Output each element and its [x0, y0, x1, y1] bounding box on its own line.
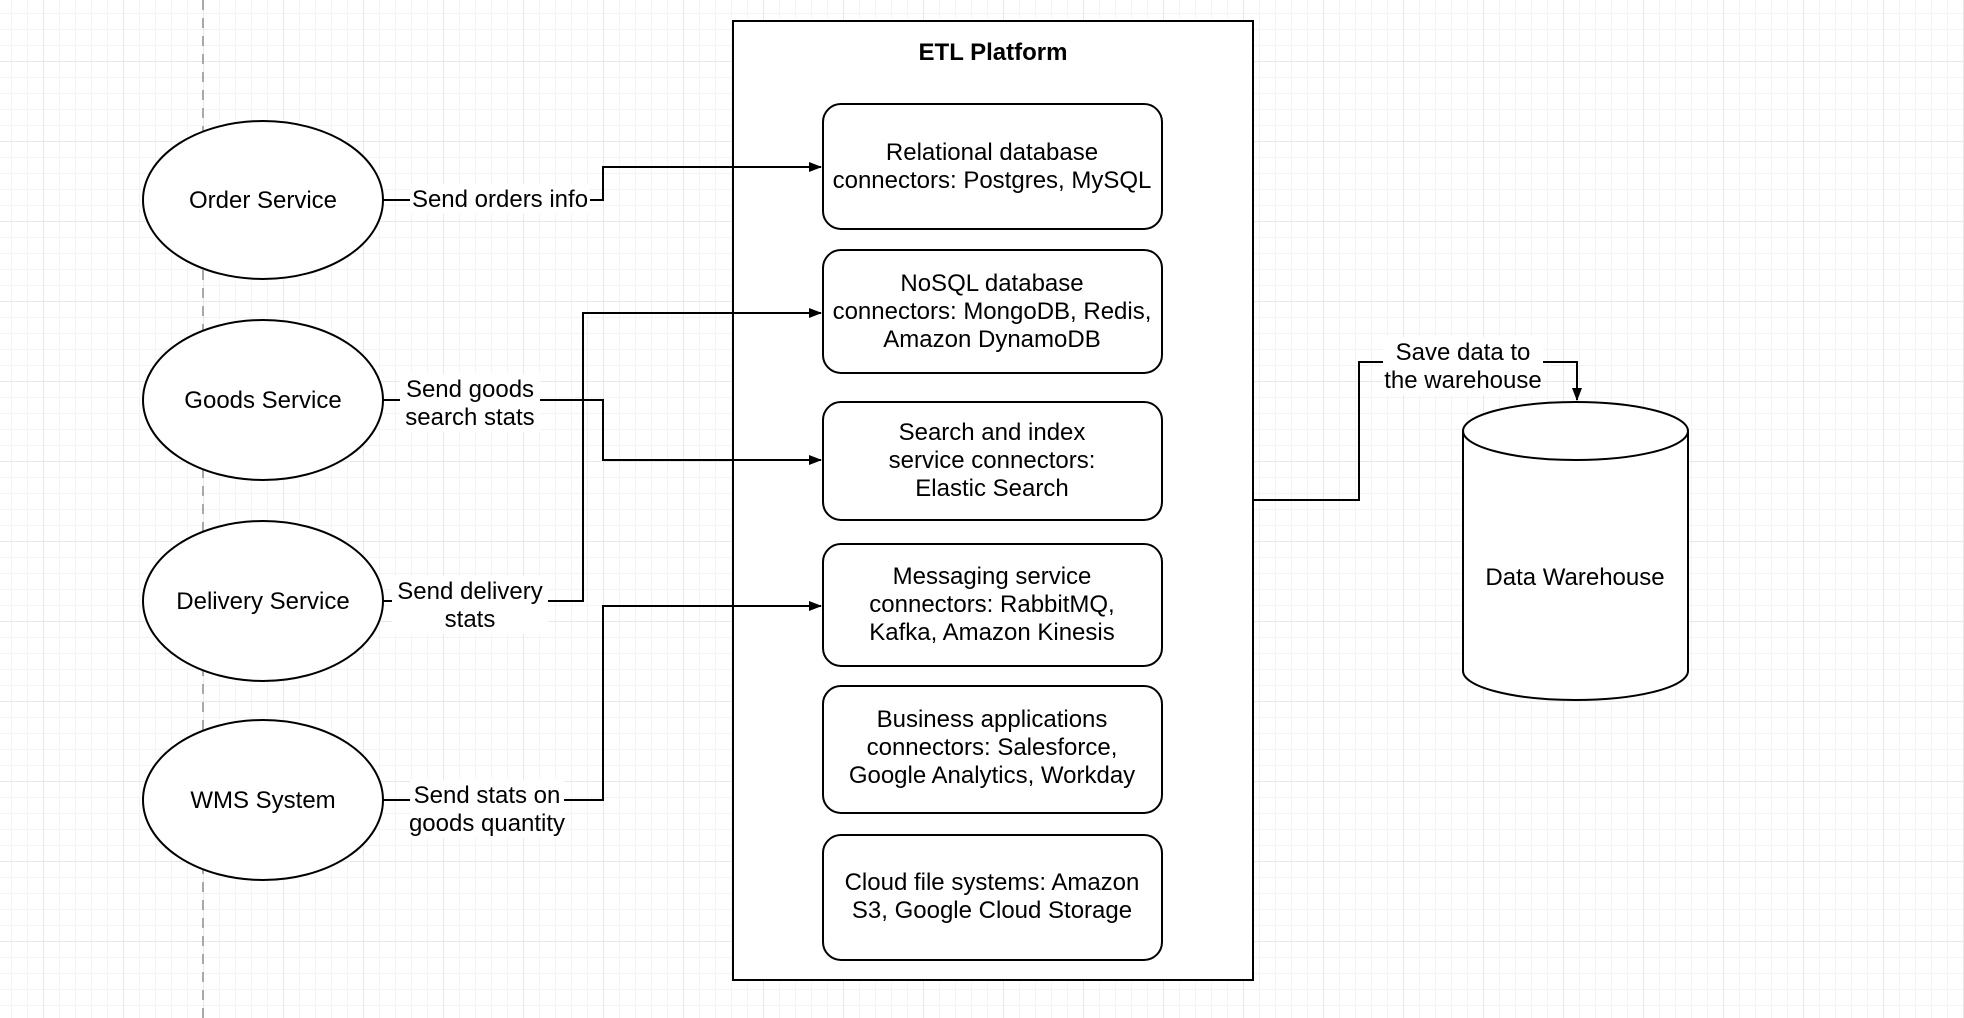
edge-label-line: Send orders info [412, 186, 588, 213]
edge-label-line: stats [445, 606, 496, 633]
edge-label-line: goods quantity [409, 810, 565, 837]
rounded-box-shape[interactable] [822, 834, 1163, 961]
rounded-box-shape[interactable] [822, 103, 1163, 230]
node-label: Order Service [189, 187, 337, 214]
edge-label-background [400, 374, 540, 432]
box-label-line: Search and index [899, 419, 1086, 446]
edge-label-line: Send stats on [414, 782, 561, 809]
node-messaging-connectors[interactable]: Messaging service connectors: RabbitMQ, … [822, 543, 1163, 667]
node-data-warehouse[interactable]: Data Warehouse [1462, 401, 1689, 701]
node-wms-system[interactable]: WMS System [142, 719, 384, 881]
edge-label-background [392, 576, 548, 634]
box-label-line: Amazon DynamoDB [883, 326, 1100, 353]
node-label: Data Warehouse [1485, 564, 1664, 591]
node-delivery-service[interactable]: Delivery Service [142, 520, 384, 682]
edge-label-background [1383, 337, 1543, 395]
node-label: Delivery Service [176, 588, 349, 615]
edge-goods-to-search[interactable]: Send goods search stats [383, 374, 822, 465]
node-search-index-connectors[interactable]: Search and index service connectors: Ela… [822, 401, 1163, 521]
rounded-box-shape[interactable] [822, 249, 1163, 374]
edge-label-background [410, 184, 590, 214]
edge-etl-to-warehouse[interactable]: Save data to the warehouse [1253, 337, 1582, 501]
node-nosql-db-connectors[interactable]: NoSQL database connectors: MongoDB, Redi… [822, 249, 1163, 374]
edge-order-to-relational[interactable]: Send orders info [383, 162, 822, 214]
box-label-line: Messaging service [893, 563, 1092, 590]
connector-line[interactable] [1253, 361, 1582, 501]
edge-label-line: search stats [405, 404, 534, 431]
box-label-line: connectors: RabbitMQ, [869, 591, 1114, 618]
box-label-line: connectors: Postgres, MySQL [833, 167, 1152, 194]
etl-platform-title: ETL Platform [919, 39, 1068, 66]
node-relational-db-connectors[interactable]: Relational database connectors: Postgres… [822, 103, 1163, 230]
edge-wms-to-messaging[interactable]: Send stats on goods quantity [383, 601, 822, 838]
box-label-line: Relational database [886, 139, 1098, 166]
edge-label-line: the warehouse [1384, 367, 1541, 394]
edge-label-line: Send goods [406, 376, 534, 403]
edge-label-background [410, 780, 564, 838]
node-goods-service[interactable]: Goods Service [142, 319, 384, 481]
box-label-line: Google Analytics, Workday [849, 762, 1135, 789]
edge-label-line: Send delivery [397, 578, 542, 605]
box-label-line: Cloud file systems: Amazon [845, 869, 1140, 896]
box-label-line: connectors: MongoDB, Redis, [833, 298, 1152, 325]
cylinder-top-shape[interactable] [1462, 401, 1689, 461]
box-label-line: NoSQL database [900, 270, 1083, 297]
node-cloud-file-systems[interactable]: Cloud file systems: Amazon S3, Google Cl… [822, 834, 1163, 961]
box-label-line: S3, Google Cloud Storage [852, 897, 1132, 924]
rounded-box-shape[interactable] [822, 685, 1163, 814]
rounded-box-shape[interactable] [822, 543, 1163, 667]
node-label: WMS System [190, 787, 335, 814]
rounded-box-shape[interactable] [822, 401, 1163, 521]
node-order-service[interactable]: Order Service [142, 120, 384, 280]
box-label-line: Elastic Search [915, 475, 1068, 502]
edge-label-line: Save data to [1396, 339, 1531, 366]
edge-delivery-to-nosql[interactable]: Send delivery stats [383, 308, 822, 634]
box-label-line: connectors: Salesforce, [867, 734, 1118, 761]
box-label-line: Kafka, Amazon Kinesis [869, 619, 1114, 646]
node-business-apps-connectors[interactable]: Business applications connectors: Salesf… [822, 685, 1163, 814]
cylinder-body-shape[interactable] [1462, 431, 1689, 701]
box-label-line: Business applications [877, 706, 1108, 733]
box-label-line: service connectors: [889, 447, 1096, 474]
node-label: Goods Service [184, 387, 341, 414]
